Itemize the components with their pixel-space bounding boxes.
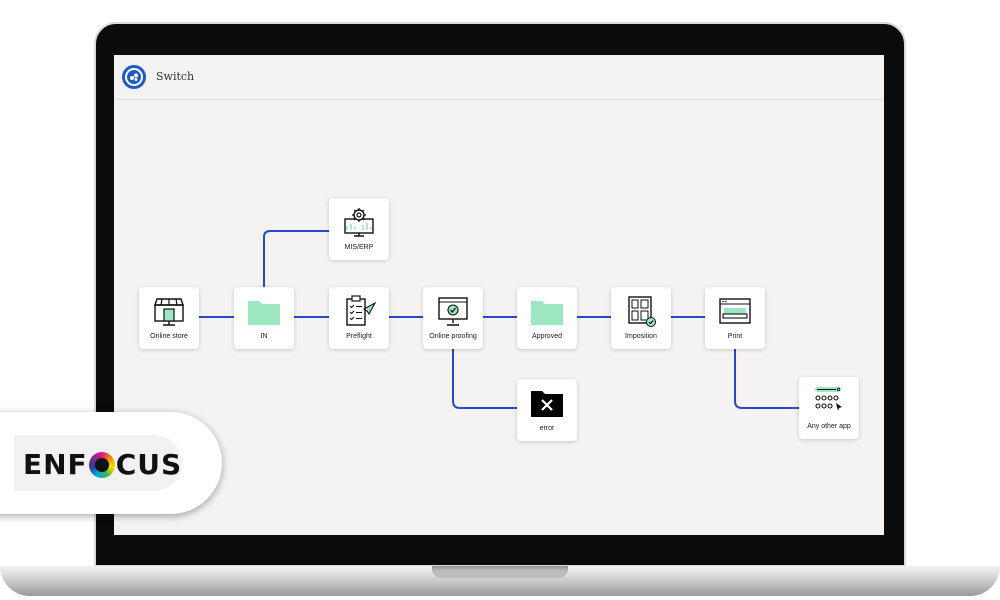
brand-prefix: ENF [23,448,88,481]
node-any-other-app[interactable]: Any other app [799,377,859,439]
node-label: IN [260,333,268,340]
node-print[interactable]: Print [705,287,765,349]
printer-icon [719,298,751,324]
node-label: Any other app [807,423,851,430]
node-online-proofing[interactable]: Online proofing [423,287,483,349]
node-label: Online store [150,333,188,340]
error-folder-icon [531,391,563,417]
connector-print-anyapp [734,347,799,409]
monitor-check-icon [438,297,468,326]
node-error[interactable]: error [517,379,577,441]
brand-suffix: CUS [115,448,183,481]
node-label: Preflight [346,333,372,340]
storefront-monitor-icon [154,298,184,326]
node-label: error [539,425,555,432]
enfocus-logo: ENF CUS [23,448,182,481]
node-label: Approved [532,333,562,340]
node-label: Online proofing [429,333,477,340]
node-label: Print [727,333,743,340]
connector-proofing-error [452,347,517,409]
app-screen: Switch Online store IN [114,55,884,535]
folder-icon [531,301,563,325]
node-in[interactable]: IN [234,287,294,349]
gear-monitor-icon [344,208,374,237]
flow-connectors [199,230,799,409]
app-title: Switch [156,70,195,83]
node-label: MIS/ERP [344,244,374,251]
folder-icon [248,301,280,325]
node-approved[interactable]: Approved [517,287,577,349]
node-label: Imposition [625,333,657,340]
node-online-store[interactable]: Online store [139,287,199,349]
app-header: Switch [114,55,884,100]
clipboard-checklist-icon [346,295,376,326]
app-grid-icon [815,387,842,411]
enfocus-badge: ENF CUS [0,412,222,514]
imposition-sheet-icon [628,296,656,327]
switch-logo-icon[interactable] [122,65,146,89]
connector-in-mis [263,230,329,287]
node-preflight[interactable]: Preflight [329,287,389,349]
node-imposition[interactable]: Imposition [611,287,671,349]
node-mis-erp[interactable]: MIS/ERP [329,198,389,260]
enfocus-color-o-icon [88,451,115,478]
laptop-notch [432,566,568,578]
